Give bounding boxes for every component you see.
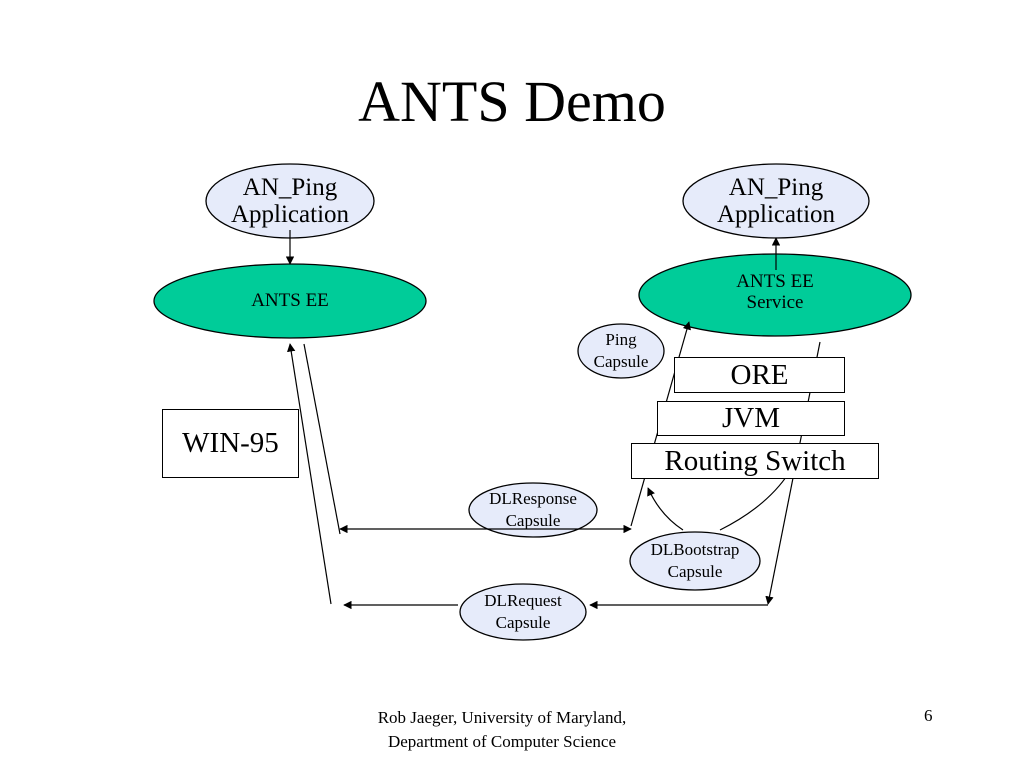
left-ee-down-line xyxy=(303,343,341,535)
jvm-box: JVM xyxy=(657,401,845,436)
routing-switch-box: Routing Switch xyxy=(631,443,879,479)
dlresponse-label: DLResponse Capsule xyxy=(489,488,577,530)
dlrequest-label: DLRequest Capsule xyxy=(484,590,562,632)
bootstrap-loop-arrow-left xyxy=(647,487,684,531)
page-number: 6 xyxy=(924,706,933,725)
dlbootstrap-ellipse xyxy=(629,531,761,591)
dlresponse-ellipse xyxy=(468,482,598,538)
right-ee-ellipse xyxy=(638,253,912,337)
left-up-arrow xyxy=(287,343,332,605)
ping-capsule-label: Ping Capsule xyxy=(593,329,649,371)
dlrequest-ellipse xyxy=(459,583,587,641)
ore-box: ORE xyxy=(674,357,845,393)
slide-footer: Rob Jaeger, University of Maryland, Depa… xyxy=(377,708,627,751)
ping-capsule-ellipse xyxy=(577,323,665,379)
right-app-label: AN_Ping Application xyxy=(716,173,836,229)
right-ee-label: ANTS EE Service xyxy=(736,271,814,313)
left-app-label: AN_Ping Application xyxy=(230,173,350,229)
slide-title: ANTS Demo xyxy=(358,69,666,134)
win95-box: WIN-95 xyxy=(162,409,299,478)
left-ee-label: ANTS EE xyxy=(251,289,329,311)
dlbootstrap-label: DLBootstrap Capsule xyxy=(650,539,740,581)
